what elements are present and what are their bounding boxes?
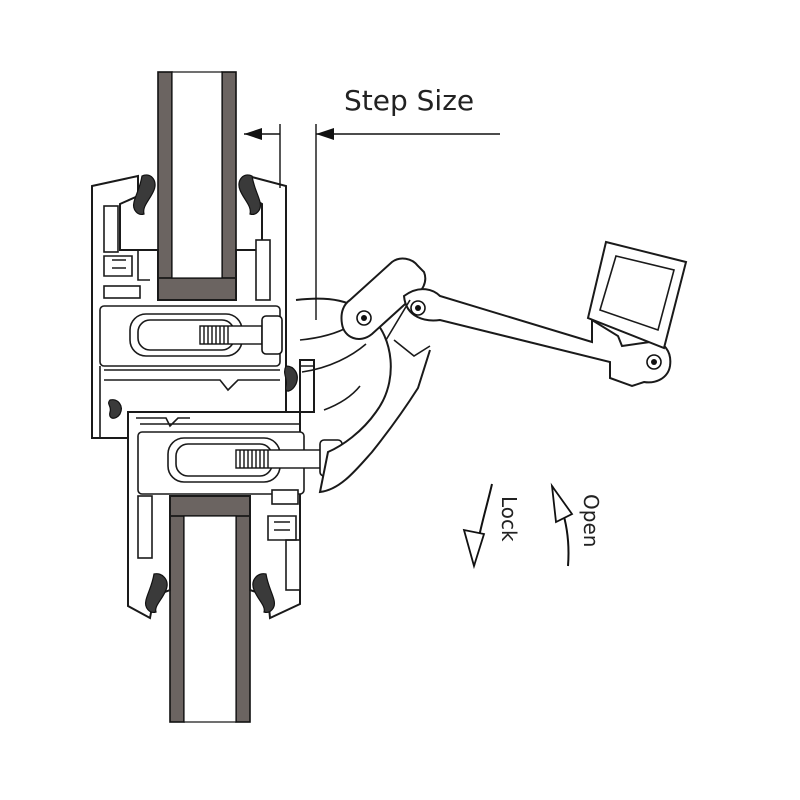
upper-glass-pane	[157, 71, 237, 301]
lock-label: Lock	[497, 496, 521, 542]
upper-screw	[199, 315, 283, 355]
gaskets	[107, 174, 298, 613]
step-size-dimension: Step Size	[244, 84, 500, 320]
lock-arrow: Lock	[462, 483, 521, 570]
open-arrow: Open	[550, 482, 603, 567]
hinge-mechanism	[295, 240, 688, 494]
open-label: Open	[579, 494, 603, 547]
step-size-label: Step Size	[344, 84, 474, 117]
lower-glass-pane	[169, 495, 251, 723]
upper-frame-profile	[91, 174, 287, 439]
